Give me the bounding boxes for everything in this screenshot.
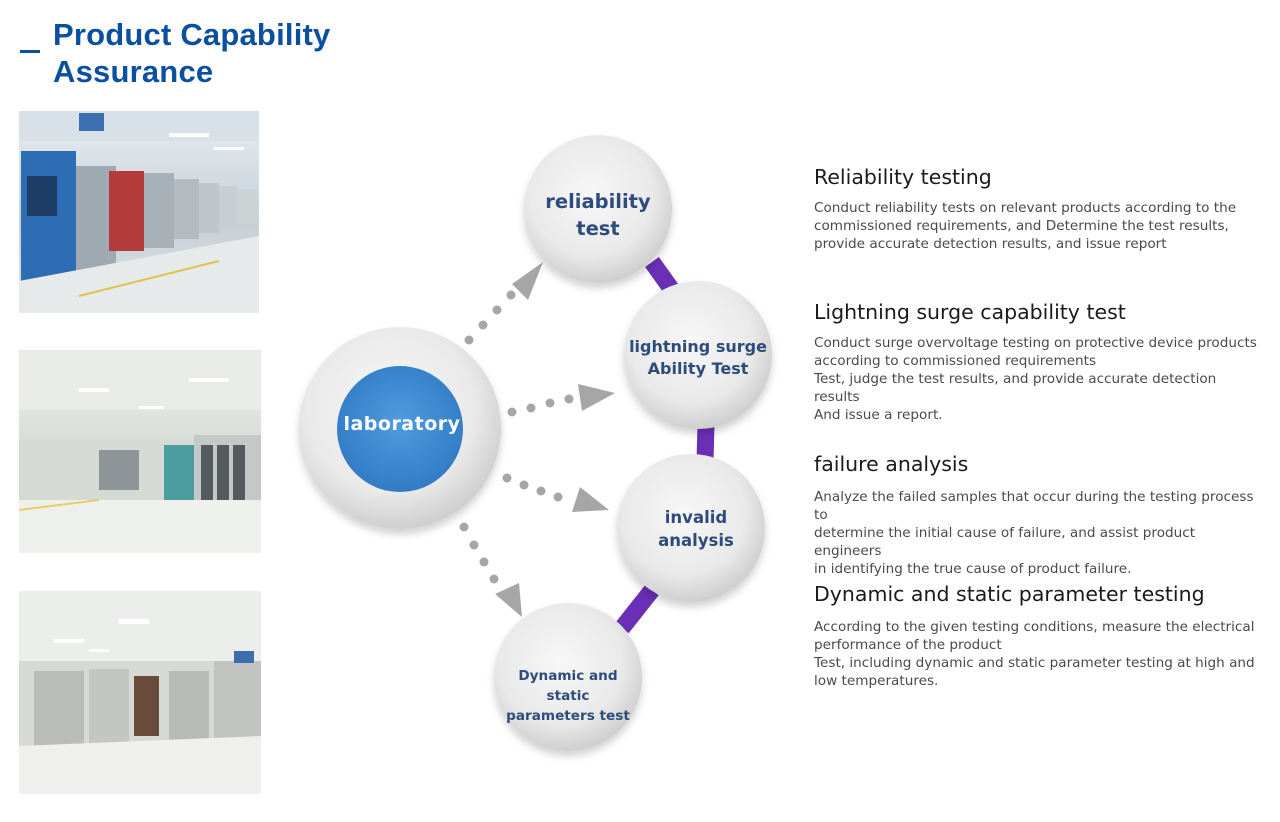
node-bubble-dynamic	[494, 603, 642, 751]
node-bubble-reliability	[524, 135, 672, 283]
node-reliability-line1: reliability	[545, 190, 651, 213]
node-invalid-line2: analysis	[658, 531, 734, 550]
page-title-line2: Assurance	[53, 54, 214, 89]
desc-title-dynamic: Dynamic and static parameter testing	[814, 582, 1205, 606]
desc-title-lightning: Lightning surge capability test	[814, 300, 1126, 324]
laboratory-label: laboratory	[343, 413, 461, 435]
title-accent-dash	[20, 50, 40, 53]
lab-photo-corridor	[19, 591, 261, 794]
page-title: Product Capability Assurance	[53, 16, 383, 90]
desc-title-reliability: Reliability testing	[814, 165, 992, 189]
node-lightning-line2: Ability Test	[647, 359, 749, 378]
laboratory-node	[299, 327, 501, 529]
desc-text-dynamic: According to the given testing condition…	[814, 619, 1255, 689]
node-bubble-lightning	[624, 281, 772, 429]
node-label-lightning: lightning surge Ability Test	[628, 336, 768, 380]
node-label-invalid: invalid analysis	[626, 506, 766, 552]
lab-photo-chambers	[19, 111, 259, 313]
desc-text-lightning: Conduct surge overvoltage testing on pro…	[814, 335, 1257, 423]
node-lightning-line1: lightning surge	[629, 337, 767, 356]
node-label-reliability: reliability test	[528, 188, 668, 242]
desc-title-failure: failure analysis	[814, 452, 969, 476]
node-bubble-invalid	[617, 454, 765, 602]
dotted-arrows	[459, 262, 615, 617]
connector-lines	[615, 257, 715, 634]
desc-text-failure: Analyze the failed samples that occur du…	[814, 489, 1254, 577]
node-invalid-line1: invalid	[664, 508, 728, 527]
node-label-dynamic: Dynamic and static parameters test	[496, 666, 640, 726]
lab-photo-hall	[19, 350, 261, 553]
desc-text-reliability: Conduct reliability tests on relevant pr…	[814, 200, 1237, 252]
node-dynamic-line1: Dynamic and static	[518, 668, 618, 704]
page-title-line1: Product Capability	[53, 17, 331, 52]
node-dynamic-line2: parameters test	[506, 708, 630, 724]
node-reliability-line2: test	[576, 217, 620, 240]
